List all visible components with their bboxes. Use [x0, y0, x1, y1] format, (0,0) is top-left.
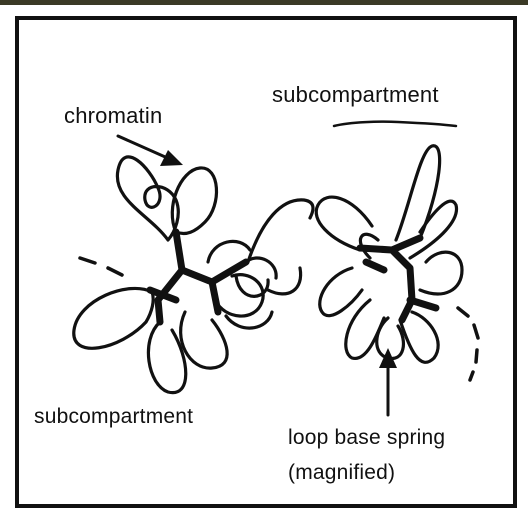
right-subcompartment-loops [316, 146, 462, 363]
loop-base-spring-label: loop base spring [288, 426, 445, 450]
subcompartment-bracket [334, 122, 456, 126]
subcompartment-label-top: subcompartment [272, 82, 439, 108]
chromatin-label: chromatin [64, 103, 162, 129]
subcompartment-label-bottom: subcompartment [34, 405, 193, 429]
magnified-label: (magnified) [288, 461, 395, 485]
chromatin-arrow-head [160, 150, 183, 166]
continuation-dashes [80, 258, 478, 380]
